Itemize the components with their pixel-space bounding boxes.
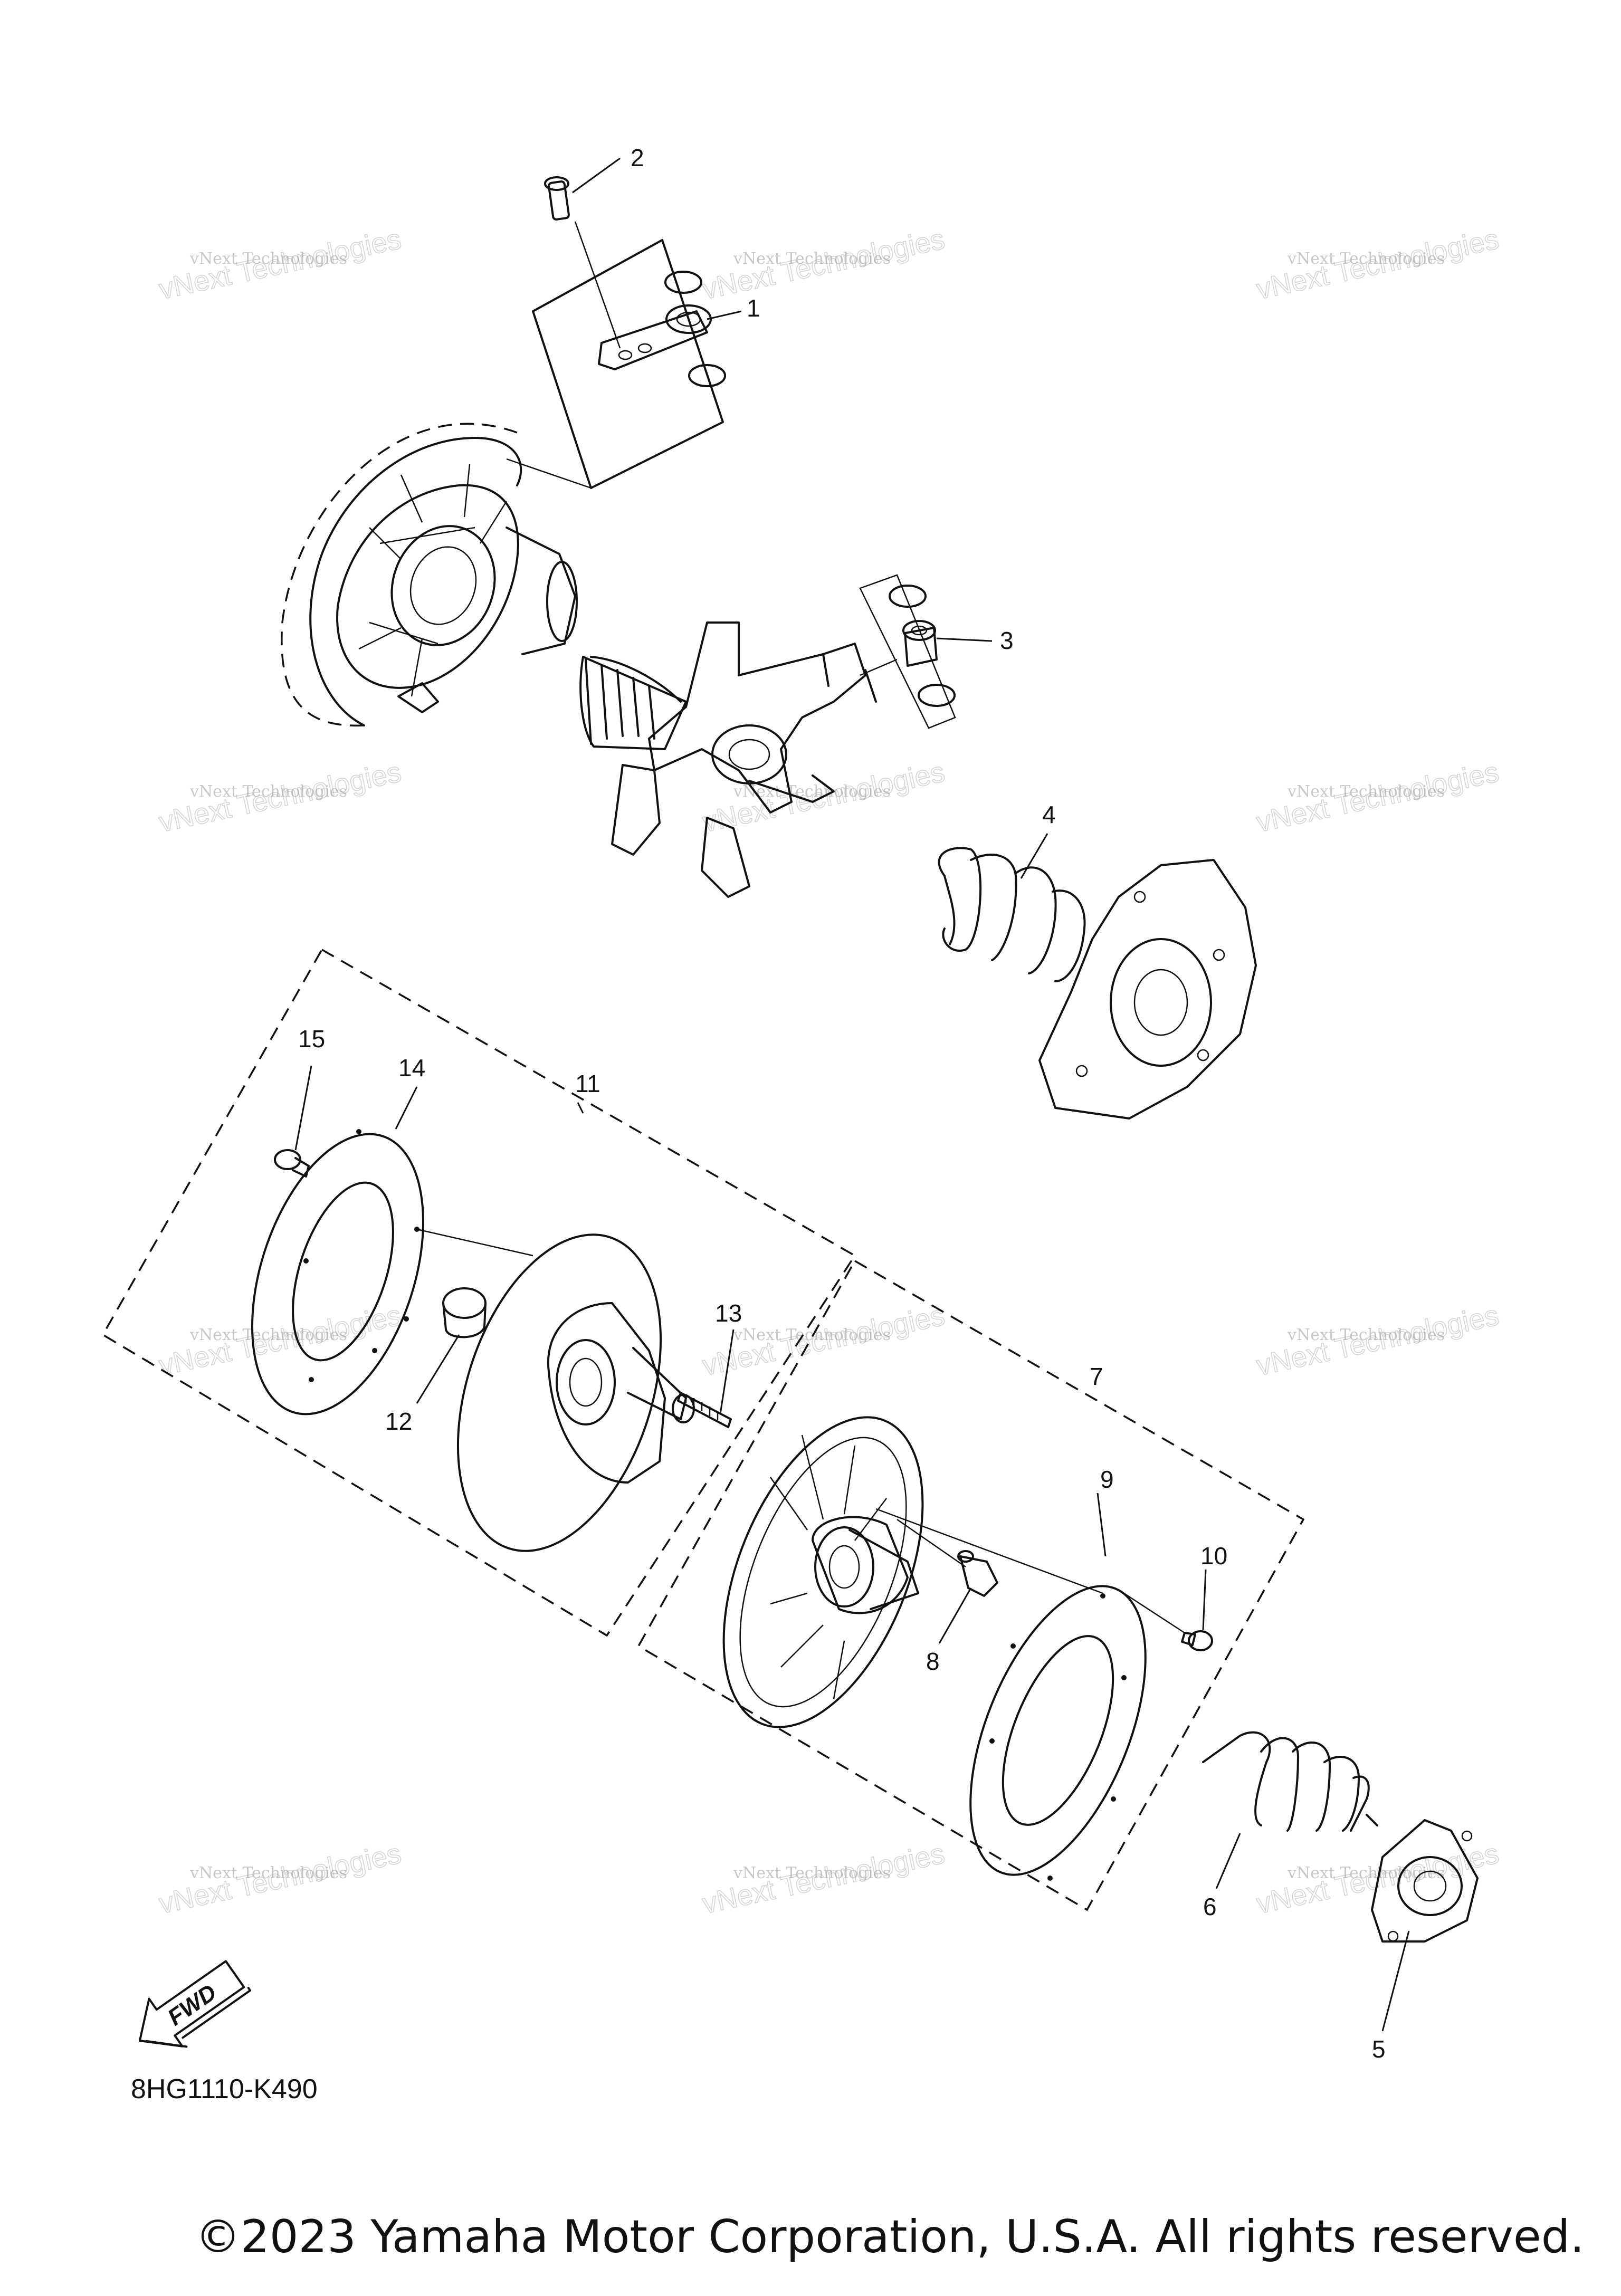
callout-1: 1 xyxy=(747,294,760,322)
cover-plate xyxy=(1038,859,1257,1120)
part-9-ring-plate xyxy=(969,1585,1185,1881)
callout-15: 15 xyxy=(298,1025,325,1053)
watermark-small-text: vNext Technologies xyxy=(189,1864,347,1882)
watermark-small-text: vNext Technologies xyxy=(189,1326,347,1344)
leader-lines xyxy=(294,157,1410,2032)
callout-8: 8 xyxy=(926,1648,940,1675)
movable-sheave xyxy=(456,1233,695,1552)
watermark: vNext Technologies vNext Technologies xyxy=(1253,755,1502,838)
watermark-small-text: vNext Technologies xyxy=(1287,250,1445,268)
watermark-small-text: vNext Technologies xyxy=(733,250,891,268)
part-1-weight-arm xyxy=(506,221,726,489)
copyright-notice: ©2023 Yamaha Motor Corporation, U.S.A. A… xyxy=(195,2211,1585,2263)
diagram-code: 8HG1110-K490 xyxy=(131,2074,318,2104)
watermark: vNext Technologies vNext Technologies xyxy=(699,1299,948,1382)
watermark-small-text: vNext Technologies xyxy=(733,782,891,801)
callouts: 1 2 3 4 5 6 7 8 9 10 11 12 13 14 15 xyxy=(298,144,1386,2063)
callout-6: 6 xyxy=(1203,1893,1217,1920)
callout-3: 3 xyxy=(1000,627,1014,654)
part-4-spring xyxy=(938,847,1086,982)
part-5-end-cap xyxy=(1371,1819,1479,1943)
watermark-small-text: vNext Technologies xyxy=(1287,1864,1445,1882)
callout-14: 14 xyxy=(398,1054,425,1082)
watermark: vNext Technologies vNext Technologies xyxy=(699,223,948,305)
callout-12: 12 xyxy=(385,1408,412,1435)
secondary-sheave xyxy=(722,1416,1103,1728)
part-6-torsion-spring xyxy=(1202,1731,1378,1832)
callout-7: 7 xyxy=(1090,1363,1103,1390)
watermark: vNext Technologies vNext Technologies xyxy=(1253,1299,1502,1382)
watermark-small-text: vNext Technologies xyxy=(1287,782,1445,801)
callout-13: 13 xyxy=(715,1299,742,1327)
watermark: vNext Technologies vNext Technologies xyxy=(156,223,404,305)
watermark: vNext Technologies vNext Technologies xyxy=(156,1837,404,1920)
watermark: vNext Technologies vNext Technologies xyxy=(156,1299,404,1382)
watermark-small-text: vNext Technologies xyxy=(733,1864,891,1882)
watermark: vNext Technologies vNext Technologies xyxy=(1253,223,1502,305)
callout-5: 5 xyxy=(1372,2035,1386,2063)
group-7-outline xyxy=(637,1259,1305,1911)
watermarks: vNext Technologies vNext Technologies vN… xyxy=(156,223,1502,1920)
watermark: vNext Technologies vNext Technologies xyxy=(1253,1837,1502,1920)
watermark-small-text: vNext Technologies xyxy=(189,782,347,801)
spider-hub xyxy=(579,621,877,898)
callout-10: 10 xyxy=(1200,1542,1227,1570)
callout-2: 2 xyxy=(631,144,644,171)
part-3-roller xyxy=(859,574,956,729)
group-11-outline xyxy=(101,948,856,1637)
watermark: vNext Technologies vNext Technologies xyxy=(699,1837,948,1920)
primary-sheave-housing xyxy=(281,423,578,727)
part-8-slider xyxy=(957,1550,998,1597)
callout-11: 11 xyxy=(575,1070,600,1097)
callout-4: 4 xyxy=(1042,801,1056,828)
part-10-screw xyxy=(1181,1630,1213,1651)
watermark: vNext Technologies vNext Technologies xyxy=(699,755,948,838)
watermark-small-text: vNext Technologies xyxy=(733,1326,891,1344)
part-15-screw xyxy=(274,1149,310,1178)
watermark: vNext Technologies vNext Technologies xyxy=(156,755,404,838)
callout-9: 9 xyxy=(1100,1466,1114,1493)
part-12-bushing xyxy=(442,1287,487,1338)
part-2-pin xyxy=(544,176,570,221)
part-14-ring-plate xyxy=(251,1129,533,1415)
part-13-stud xyxy=(677,1392,732,1428)
watermark-small-text: vNext Technologies xyxy=(189,250,347,268)
watermark-small-text: vNext Technologies xyxy=(1287,1326,1445,1344)
fwd-arrow-icon: FWD xyxy=(138,1960,252,2048)
